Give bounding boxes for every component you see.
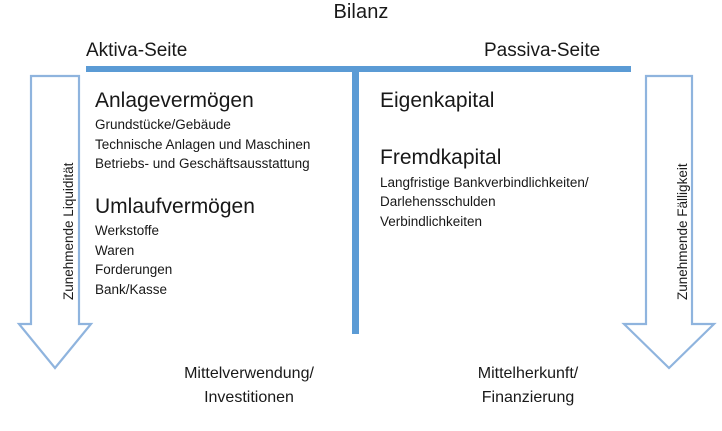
liabilities-column: Eigenkapital Fremdkapital Langfristige B…: [380, 88, 640, 231]
list-item: Werkstoffe: [95, 223, 160, 239]
increasing-liquidity-arrow: [12, 72, 96, 372]
liabilities-caption-line-1: Mittelherkunft/: [477, 365, 579, 382]
list-item: Betriebs- und Geschäftsausstattung: [95, 156, 310, 172]
list-item: Langfristige Bankverbindlichkeiten/: [380, 174, 589, 190]
liabilities-caption-line-2: Finanzierung: [481, 389, 575, 407]
list-item: Grundstücke/Gebäude: [95, 117, 231, 133]
group-title-umlaufvermoegen: Umlaufvermögen: [95, 194, 255, 218]
list-item: Bank/Kasse: [95, 281, 168, 297]
group-title-anlagevermoegen: Anlagevermögen: [95, 89, 254, 112]
group-items-anlagevermoegen: Grundstücke/Gebäude Technische Anlagen u…: [95, 115, 345, 173]
assets-side-heading: Aktiva-Seite: [86, 40, 188, 61]
vertical-divider: [352, 68, 359, 334]
list-item: Verbindlichkeiten: [380, 213, 483, 229]
assets-caption: Mittelverwendung/ Investitionen: [96, 362, 402, 411]
group-items-fremdkapital: Langfristige Bankverbindlichkeiten/ Darl…: [380, 173, 640, 231]
list-item: Darlehensschulden: [380, 194, 496, 210]
assets-caption-line-1: Mittelverwendung/: [184, 365, 314, 382]
diagram-title: Bilanz: [333, 1, 389, 23]
liabilities-side-heading: Passiva-Seite: [484, 40, 601, 61]
group-title-fremdkapital: Fremdkapital: [380, 146, 502, 170]
group-items-umlaufvermoegen: Werkstoffe Waren Forderungen Bank/Kasse: [95, 221, 345, 299]
group-title-eigenkapital: Eigenkapital: [380, 89, 495, 112]
increasing-liquidity-label: Zunehmende Liquidität: [61, 162, 76, 300]
assets-column: Anlagevermögen Grundstücke/Gebäude Techn…: [95, 88, 345, 299]
list-item: Forderungen: [95, 262, 173, 278]
assets-caption-line-2: Investitionen: [204, 389, 294, 407]
list-item: Technische Anlagen und Maschinen: [95, 136, 311, 152]
list-item: Waren: [95, 242, 135, 258]
increasing-maturity-label: Zunehmende Fälligkeit: [675, 163, 690, 300]
increasing-maturity-arrow: [618, 72, 718, 372]
liabilities-caption: Mittelherkunft/ Finanzierung: [378, 362, 678, 411]
